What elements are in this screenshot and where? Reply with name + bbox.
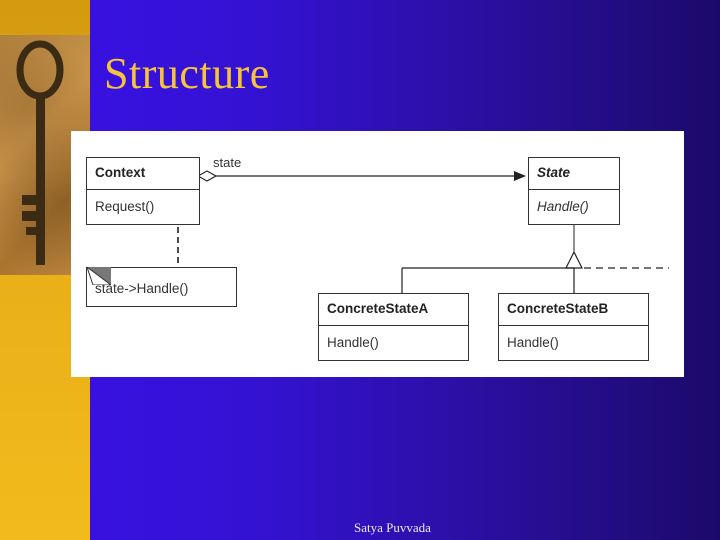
concrete-state-b-operation: Handle() bbox=[507, 335, 559, 350]
state-operation: Handle() bbox=[537, 199, 589, 214]
footer-author: Satya Puvvada bbox=[354, 520, 431, 535]
concrete-state-b-class: ConcreteStateB Handle() bbox=[498, 293, 649, 361]
context-operation: Request() bbox=[95, 199, 155, 214]
note-text: state->Handle() bbox=[95, 281, 189, 296]
concrete-state-a-name: ConcreteStateA bbox=[319, 294, 468, 326]
concrete-state-b-name: ConcreteStateB bbox=[499, 294, 648, 326]
note-folded-corner bbox=[87, 267, 111, 285]
context-class-name: Context bbox=[87, 158, 199, 190]
concrete-state-a-operation: Handle() bbox=[327, 335, 379, 350]
concrete-state-a-class: ConcreteStateA Handle() bbox=[318, 293, 469, 361]
state-class-name: State bbox=[529, 158, 619, 190]
state-class: State Handle() bbox=[528, 157, 620, 225]
uml-state-diagram: Context Request() state State Handle() s… bbox=[71, 131, 684, 377]
note-box: state->Handle() bbox=[86, 267, 237, 307]
slide-title: Structure bbox=[104, 49, 270, 98]
context-class: Context Request() bbox=[86, 157, 200, 225]
association-label: state bbox=[213, 155, 242, 170]
